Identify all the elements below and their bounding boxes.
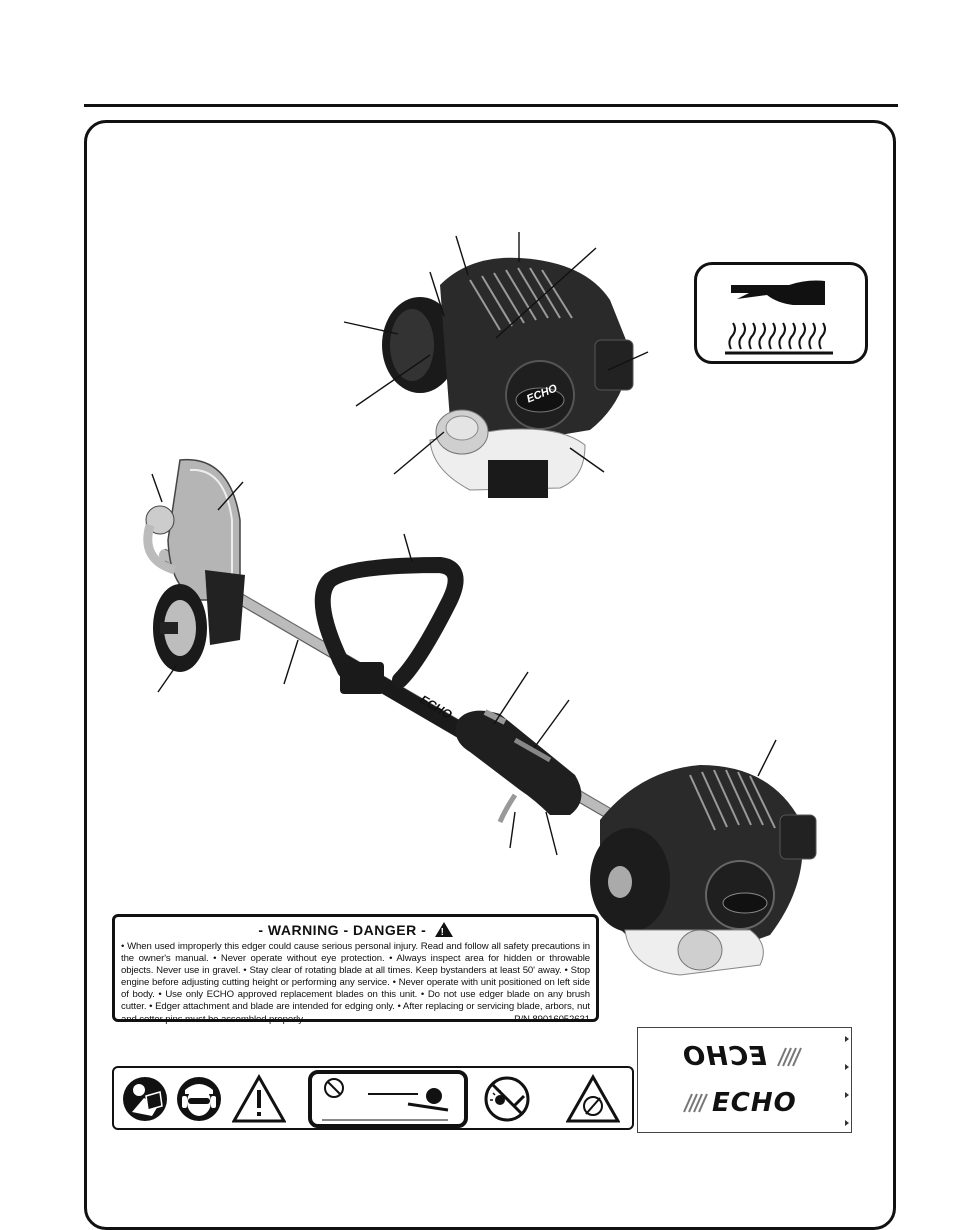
- logo-normal: ECHO: [712, 1088, 797, 1118]
- warning-body: • When used improperly this edger could …: [121, 941, 590, 1025]
- eye-ear-protection-icon: [177, 1077, 221, 1121]
- warning-title-text: - WARNING - DANGER -: [258, 922, 427, 938]
- warning-danger-label: - WARNING - DANGER - • When used imprope…: [112, 914, 599, 1025]
- hot-surface-icon: [725, 280, 833, 355]
- engine-closeup-image: [343, 232, 649, 498]
- tick-mark: [845, 1036, 849, 1042]
- tick-mark: [845, 1120, 849, 1126]
- general-warning-icon: [232, 1074, 286, 1123]
- bystander-distance-icon: [308, 1070, 468, 1128]
- read-manual-icon: [123, 1077, 167, 1121]
- edger-image: [143, 458, 817, 976]
- header-rule: [84, 104, 898, 107]
- logo-label: ECHO ECHO: [637, 1027, 852, 1133]
- tick-mark: [845, 1064, 849, 1070]
- blade-hazard-icon: [566, 1074, 620, 1123]
- part-number: P/N 89016052631: [514, 1013, 590, 1025]
- warning-title: - WARNING - DANGER -: [121, 921, 590, 942]
- tick-mark: [845, 1092, 849, 1098]
- warning-text: • When used improperly this edger could …: [121, 941, 590, 1026]
- safety-symbols-label: [112, 1066, 634, 1130]
- hot-surface-label: [694, 262, 868, 364]
- thrown-objects-icon: [484, 1076, 530, 1122]
- logo-stripes-icon: [777, 1047, 802, 1067]
- logo-stripes-icon: [683, 1093, 708, 1113]
- logo-mirrored: ECHO: [682, 1042, 767, 1072]
- warning-triangle-icon: [434, 922, 453, 942]
